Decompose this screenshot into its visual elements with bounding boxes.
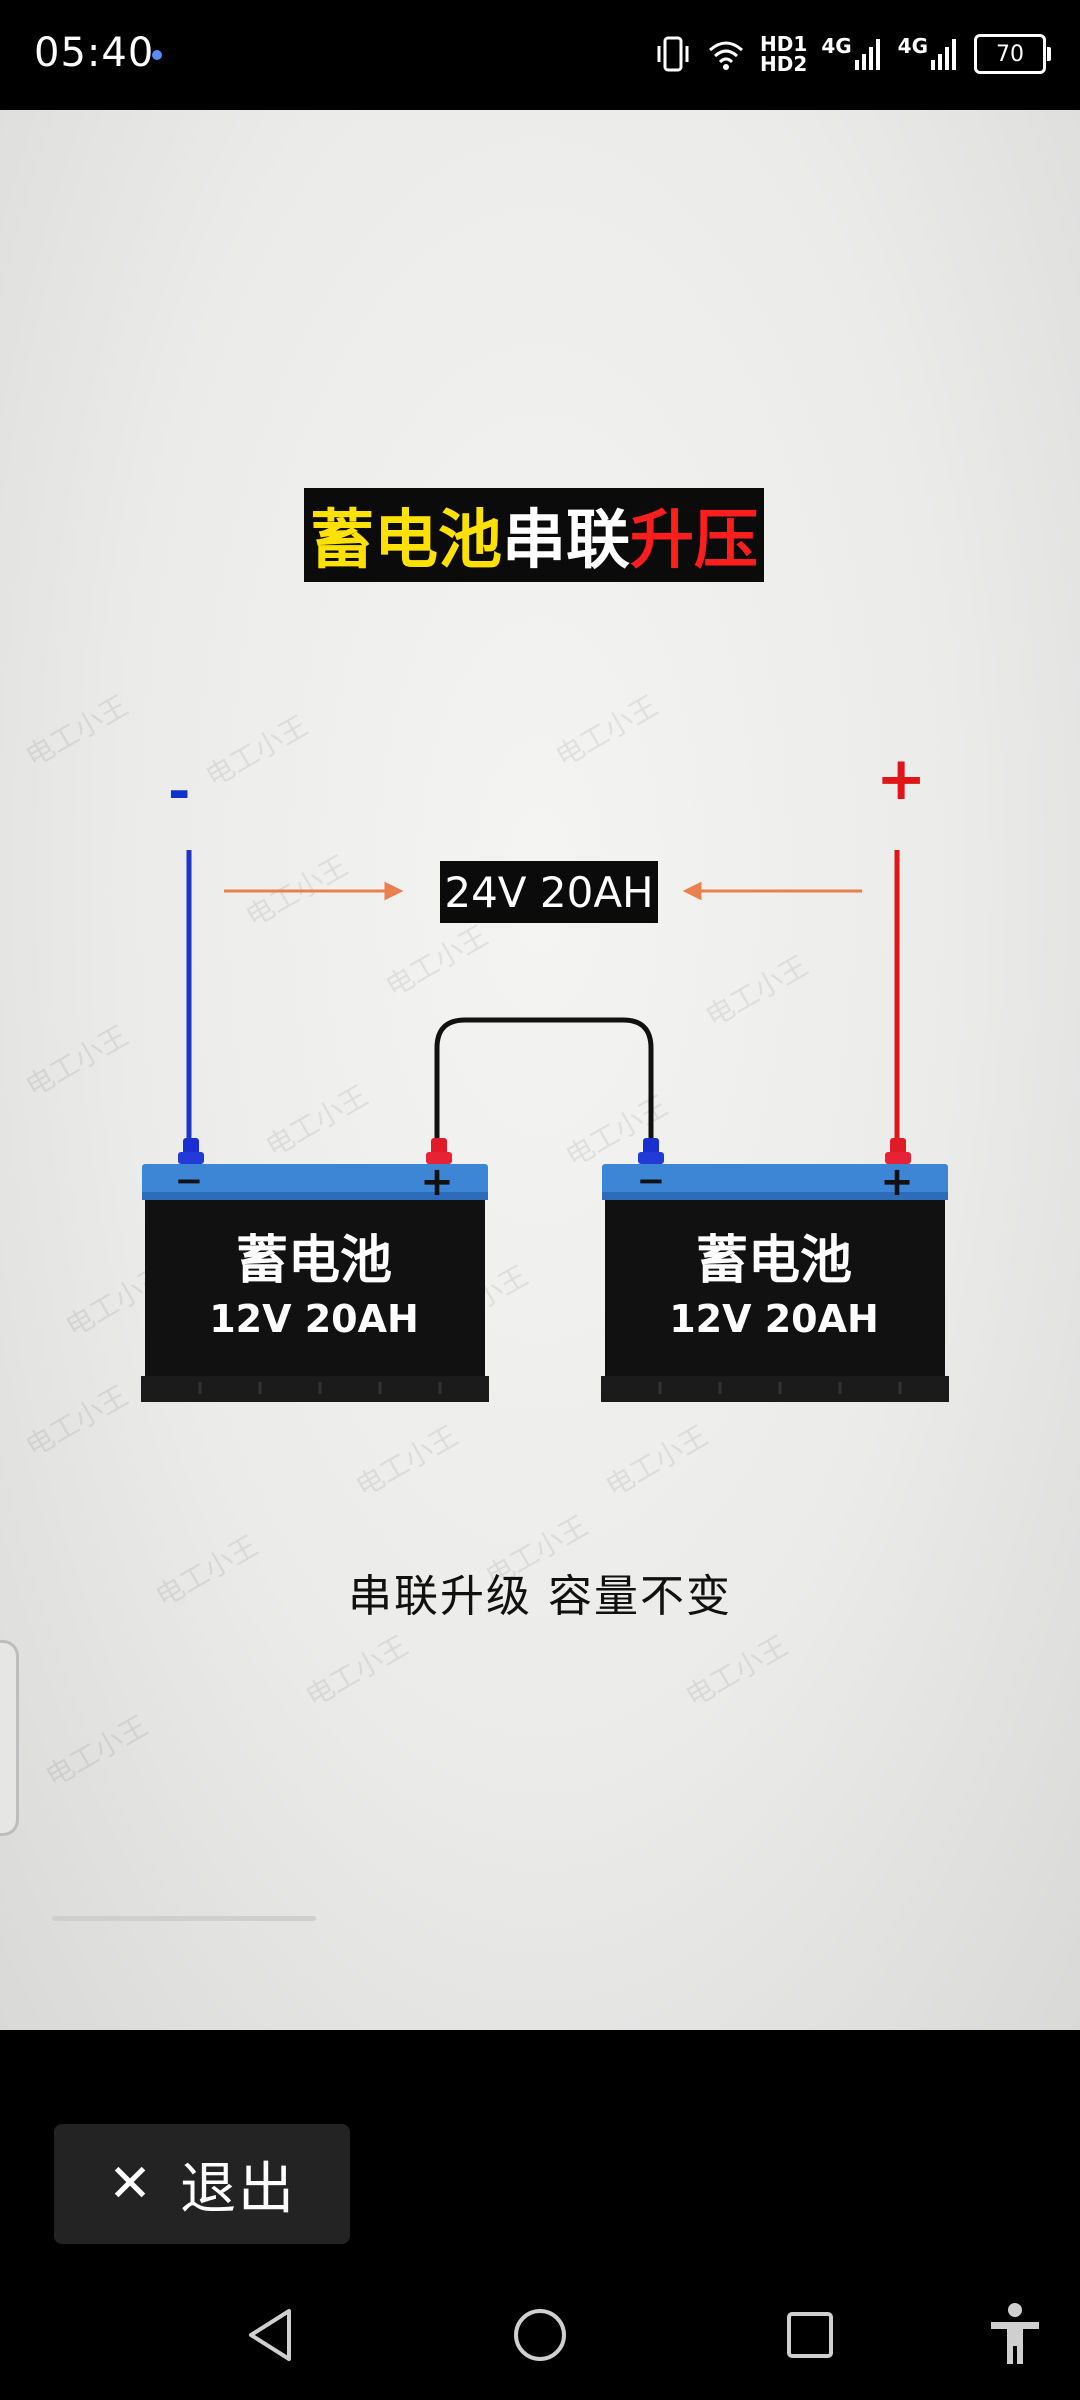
battery-left-name: 蓄电池 bbox=[236, 1231, 392, 1291]
title-part-1: 蓄电池 bbox=[310, 504, 502, 578]
battery-left-spec: 12V 20AH bbox=[209, 1297, 419, 1341]
scroll-indicator bbox=[52, 1916, 316, 1921]
status-icons: HD1 HD2 4G 4G 70 bbox=[654, 28, 1051, 80]
accessibility-button[interactable] bbox=[970, 2270, 1060, 2400]
home-icon bbox=[514, 2309, 566, 2361]
wifi-icon bbox=[709, 41, 744, 70]
title-part-2: 串联 bbox=[502, 504, 630, 578]
arrow-left bbox=[224, 881, 404, 901]
battery-right-neg-sign: − bbox=[637, 1161, 666, 1201]
navigation-bar bbox=[0, 2270, 1080, 2400]
battery-level: 70 bbox=[996, 41, 1024, 67]
status-time: 05:40 bbox=[34, 30, 155, 76]
home-button[interactable] bbox=[490, 2270, 590, 2400]
battery-left-pos-sign: + bbox=[420, 1159, 454, 1205]
signal-icon bbox=[931, 39, 956, 70]
battery-right-spec: 12V 20AH bbox=[669, 1297, 879, 1341]
signal-sim1: 4G bbox=[821, 36, 883, 72]
signal-sim2: 4G bbox=[898, 36, 960, 72]
image-viewer[interactable]: 电工小王电工小王电工小王电工小王电工小王电工小王电工小王电工小王电工小王电工小王… bbox=[0, 110, 1080, 2030]
title-part-3: 升压 bbox=[630, 504, 758, 578]
battery-right-pos-sign: + bbox=[880, 1159, 914, 1205]
diagram-title: 蓄电池 串联 升压 bbox=[304, 488, 764, 582]
battery-right-name: 蓄电池 bbox=[696, 1231, 852, 1291]
exit-label: 退出 bbox=[180, 2156, 296, 2222]
series-link-wire bbox=[434, 1017, 654, 1138]
negative-output-sign: - bbox=[168, 760, 191, 823]
signal-icon bbox=[854, 39, 880, 70]
recents-button[interactable] bbox=[760, 2270, 860, 2400]
accessibility-icon bbox=[991, 2303, 1039, 2364]
battery-right bbox=[601, 1138, 949, 1402]
output-rating: 24V 20AH bbox=[440, 861, 658, 923]
back-button[interactable] bbox=[220, 2270, 320, 2400]
close-icon: ✕ bbox=[108, 2154, 152, 2214]
recents-icon bbox=[787, 2312, 833, 2358]
series-connection-diagram: − + − + 蓄电池 12V 20AH 蓄电池 12V 20AH bbox=[141, 850, 949, 1402]
battery-icon: 70 bbox=[974, 34, 1051, 74]
back-icon bbox=[249, 2309, 291, 2361]
arrow-right bbox=[682, 881, 862, 901]
side-drawer-handle[interactable] bbox=[0, 1640, 19, 1836]
battery-left-neg-sign: − bbox=[175, 1161, 204, 1201]
status-bar: 05:40 HD1 HD2 4G 4G bbox=[0, 0, 1080, 110]
positive-output-sign: + bbox=[876, 744, 927, 814]
diagram-caption: 串联升级 容量不变 bbox=[348, 1571, 732, 1622]
battery-left bbox=[141, 1138, 489, 1402]
exit-button[interactable]: ✕ 退出 bbox=[54, 2124, 350, 2244]
vibrate-icon bbox=[657, 36, 689, 72]
hd-indicator: HD1 HD2 bbox=[760, 32, 808, 76]
notification-icon bbox=[152, 50, 162, 60]
